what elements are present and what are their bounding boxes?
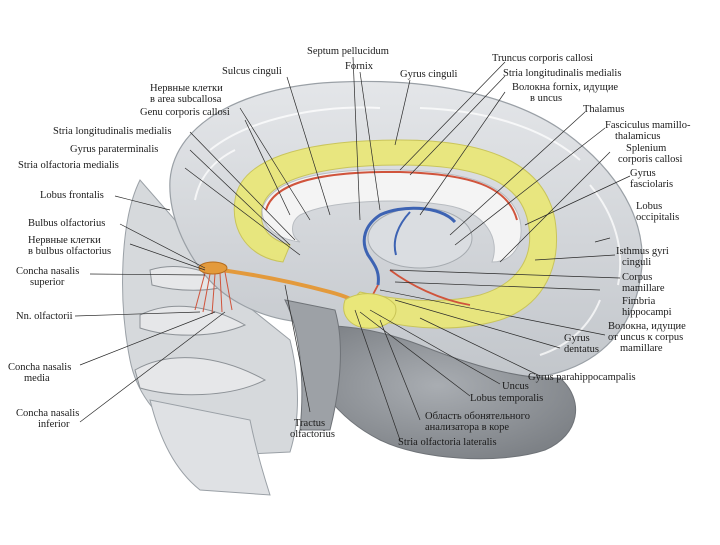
label-stria-olfactoria-lateralis: Stria olfactoria lateralis xyxy=(398,437,497,448)
label-bulbus-olfactorius: Bulbus olfactorius xyxy=(28,218,106,229)
cerebellum xyxy=(299,325,576,460)
label-gyrus-cinguli: Gyrus cinguli xyxy=(400,69,458,80)
label-gyrus-parahippocampalis: Gyrus parahippocampalis xyxy=(528,372,636,383)
thalamus xyxy=(367,207,473,269)
label-sulcus-cinguli: Sulcus cinguli xyxy=(222,66,282,77)
label-lobus-temporalis: Lobus temporalis xyxy=(470,393,544,404)
uncus-region xyxy=(343,293,397,329)
olfactory-nerves xyxy=(194,271,233,315)
label-gyrus-paraterminalis: Gyrus paraterminalis xyxy=(70,144,159,155)
gyrus-cinguli-band xyxy=(233,139,557,329)
label-stria-olfactoria-medialis: Stria olfactoria medialis xyxy=(18,160,119,171)
label-nn-olfactorii: Nn. olfactorii xyxy=(16,311,73,322)
label-stria-longitudinalis-medialis-right: Stria longitudinalis medialis xyxy=(503,68,622,79)
label-fornix: Fornix xyxy=(345,61,374,72)
stria-longitudinalis xyxy=(265,170,518,221)
label-truncus-corporis-callosi: Truncus corporis callosi xyxy=(492,53,594,64)
corpus-callosum xyxy=(261,169,522,263)
label-genu-corporis-callosi: Genu corporis callosi xyxy=(140,107,230,118)
label-stria-longitudinalis-medialis-left: Stria longitudinalis medialis xyxy=(53,126,172,137)
label-septum-pellucidum: Septum pellucidum xyxy=(307,46,389,57)
skull-lower xyxy=(149,399,271,496)
olfactory-bulb xyxy=(198,261,228,275)
fornix xyxy=(362,206,457,286)
label-lobus-frontalis: Lobus frontalis xyxy=(40,190,104,201)
label-uncus: Uncus xyxy=(502,381,529,392)
label-fasciculus-mamillothalamicus: Fasciculus mamillo-thalamicus xyxy=(605,120,691,142)
gyri-texture xyxy=(194,106,622,356)
nasal-concha-inferior xyxy=(134,357,267,396)
brainstem xyxy=(284,299,341,431)
leader-lines xyxy=(74,56,631,441)
fornix-branch xyxy=(393,211,411,256)
label-thalamus: Thalamus xyxy=(583,104,625,115)
